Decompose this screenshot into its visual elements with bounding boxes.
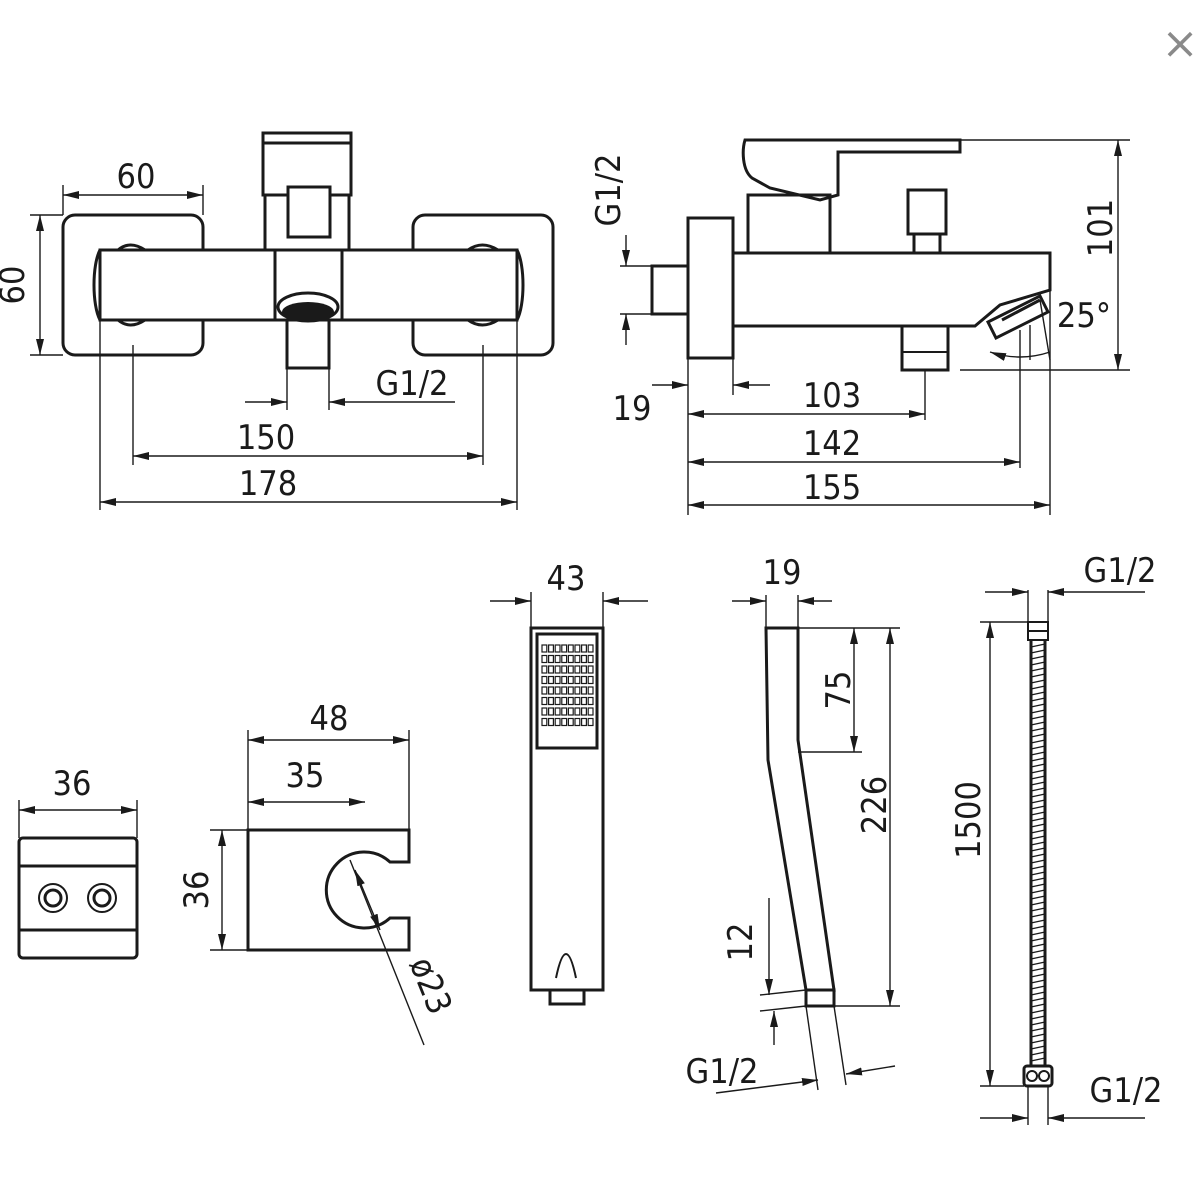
handshower-depth-19-label: 19 xyxy=(763,553,802,593)
plate-width-36-label: 36 xyxy=(53,764,92,804)
side-length-103-label: 103 xyxy=(803,376,861,416)
front-height-60-label: 60 xyxy=(0,266,33,305)
side-view: G1/2 101 25° 19 103 142 155 xyxy=(589,138,1130,515)
front-width-150-label: 150 xyxy=(237,418,295,458)
shower-hose: G1/2 1500 G1/2 xyxy=(949,551,1162,1125)
hose-top-g12-label: G1/2 xyxy=(1084,551,1157,591)
hose-length-1500-label: 1500 xyxy=(949,781,989,859)
side-length-142-label: 142 xyxy=(803,424,861,464)
handshower-side: 19 75 226 12 G1/2 xyxy=(686,553,900,1094)
hose-bottom-g12-label: G1/2 xyxy=(1090,1071,1163,1111)
handshower-thread-12-label: 12 xyxy=(721,923,761,962)
hose-coils xyxy=(1030,643,1046,1062)
side-width-19-label: 19 xyxy=(613,389,652,429)
handshower-head-75-label: 75 xyxy=(819,671,859,710)
shower-holder: 48 35 36 ø23 xyxy=(177,699,460,1046)
side-inlet-g12-label: G1/2 xyxy=(589,154,629,227)
holder-width-35-label: 35 xyxy=(286,756,325,796)
front-width-60-label: 60 xyxy=(117,157,156,197)
wall-plate: 36 xyxy=(17,764,139,960)
handshower-front: 43 xyxy=(490,559,648,1006)
handshower-length-226-label: 226 xyxy=(855,776,895,834)
front-view: 60 60 G1/2 150 178 xyxy=(0,131,555,510)
holder-width-48-label: 48 xyxy=(310,699,349,739)
holder-height-36-label: 36 xyxy=(177,871,217,910)
side-length-155-label: 155 xyxy=(803,468,861,508)
handshower-thread-g12-label: G1/2 xyxy=(686,1052,759,1092)
front-width-178-label: 178 xyxy=(239,464,297,504)
side-height-101-label: 101 xyxy=(1081,199,1121,257)
nozzle-grid xyxy=(541,644,594,727)
handshower-width-43-label: 43 xyxy=(547,559,586,599)
front-inlet-g12-label: G1/2 xyxy=(376,364,449,404)
side-angle-25-label: 25° xyxy=(1057,296,1111,336)
close-icon[interactable]: × xyxy=(1161,18,1199,69)
